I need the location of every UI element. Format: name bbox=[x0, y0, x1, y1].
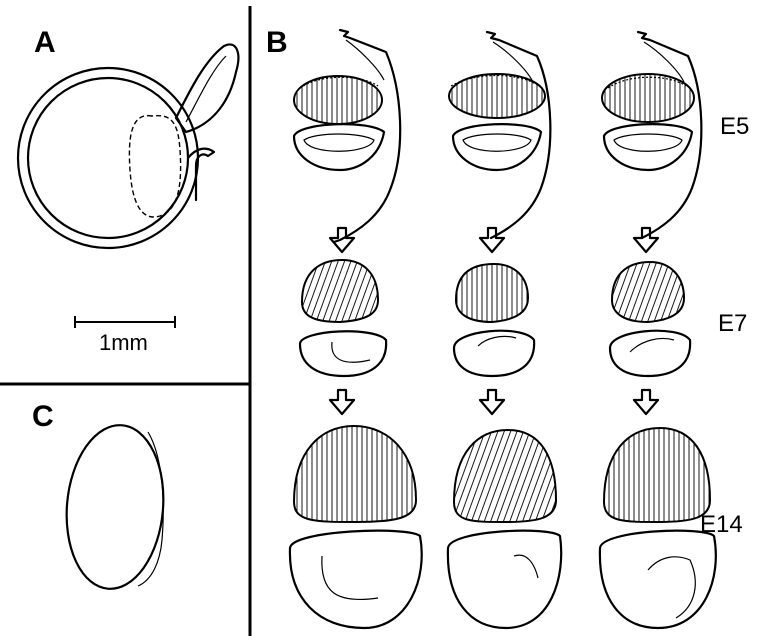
e14-col3 bbox=[600, 428, 716, 628]
scale-label: 1mm bbox=[99, 330, 148, 355]
e5-col2 bbox=[449, 32, 550, 238]
stage-label-e7: E7 bbox=[718, 310, 747, 337]
lens-inner-line bbox=[138, 432, 163, 586]
e5-col3 bbox=[602, 32, 701, 238]
lens-outline bbox=[129, 116, 180, 217]
scale-bar bbox=[75, 316, 175, 328]
panel-c-letter: C bbox=[32, 400, 54, 433]
flap-drawing bbox=[176, 44, 238, 132]
arrows-row2 bbox=[330, 390, 658, 414]
panel-b: B E5 E7 E14 bbox=[266, 26, 749, 628]
e5-col1 bbox=[294, 30, 400, 242]
stage-label-e5: E5 bbox=[720, 113, 749, 140]
panel-a: A 1mm bbox=[18, 26, 238, 355]
arrows-row1 bbox=[330, 228, 658, 252]
panel-c: C bbox=[32, 400, 170, 593]
lens-ellipse bbox=[60, 421, 170, 593]
e7-col1 bbox=[300, 260, 386, 376]
eyeball-drawing bbox=[18, 68, 214, 248]
panel-b-letter: B bbox=[266, 26, 288, 59]
e7-col2 bbox=[454, 264, 534, 376]
panel-a-letter: A bbox=[34, 26, 56, 59]
e7-col3 bbox=[610, 262, 690, 376]
e14-col2 bbox=[448, 430, 561, 628]
e14-col1 bbox=[290, 426, 422, 628]
